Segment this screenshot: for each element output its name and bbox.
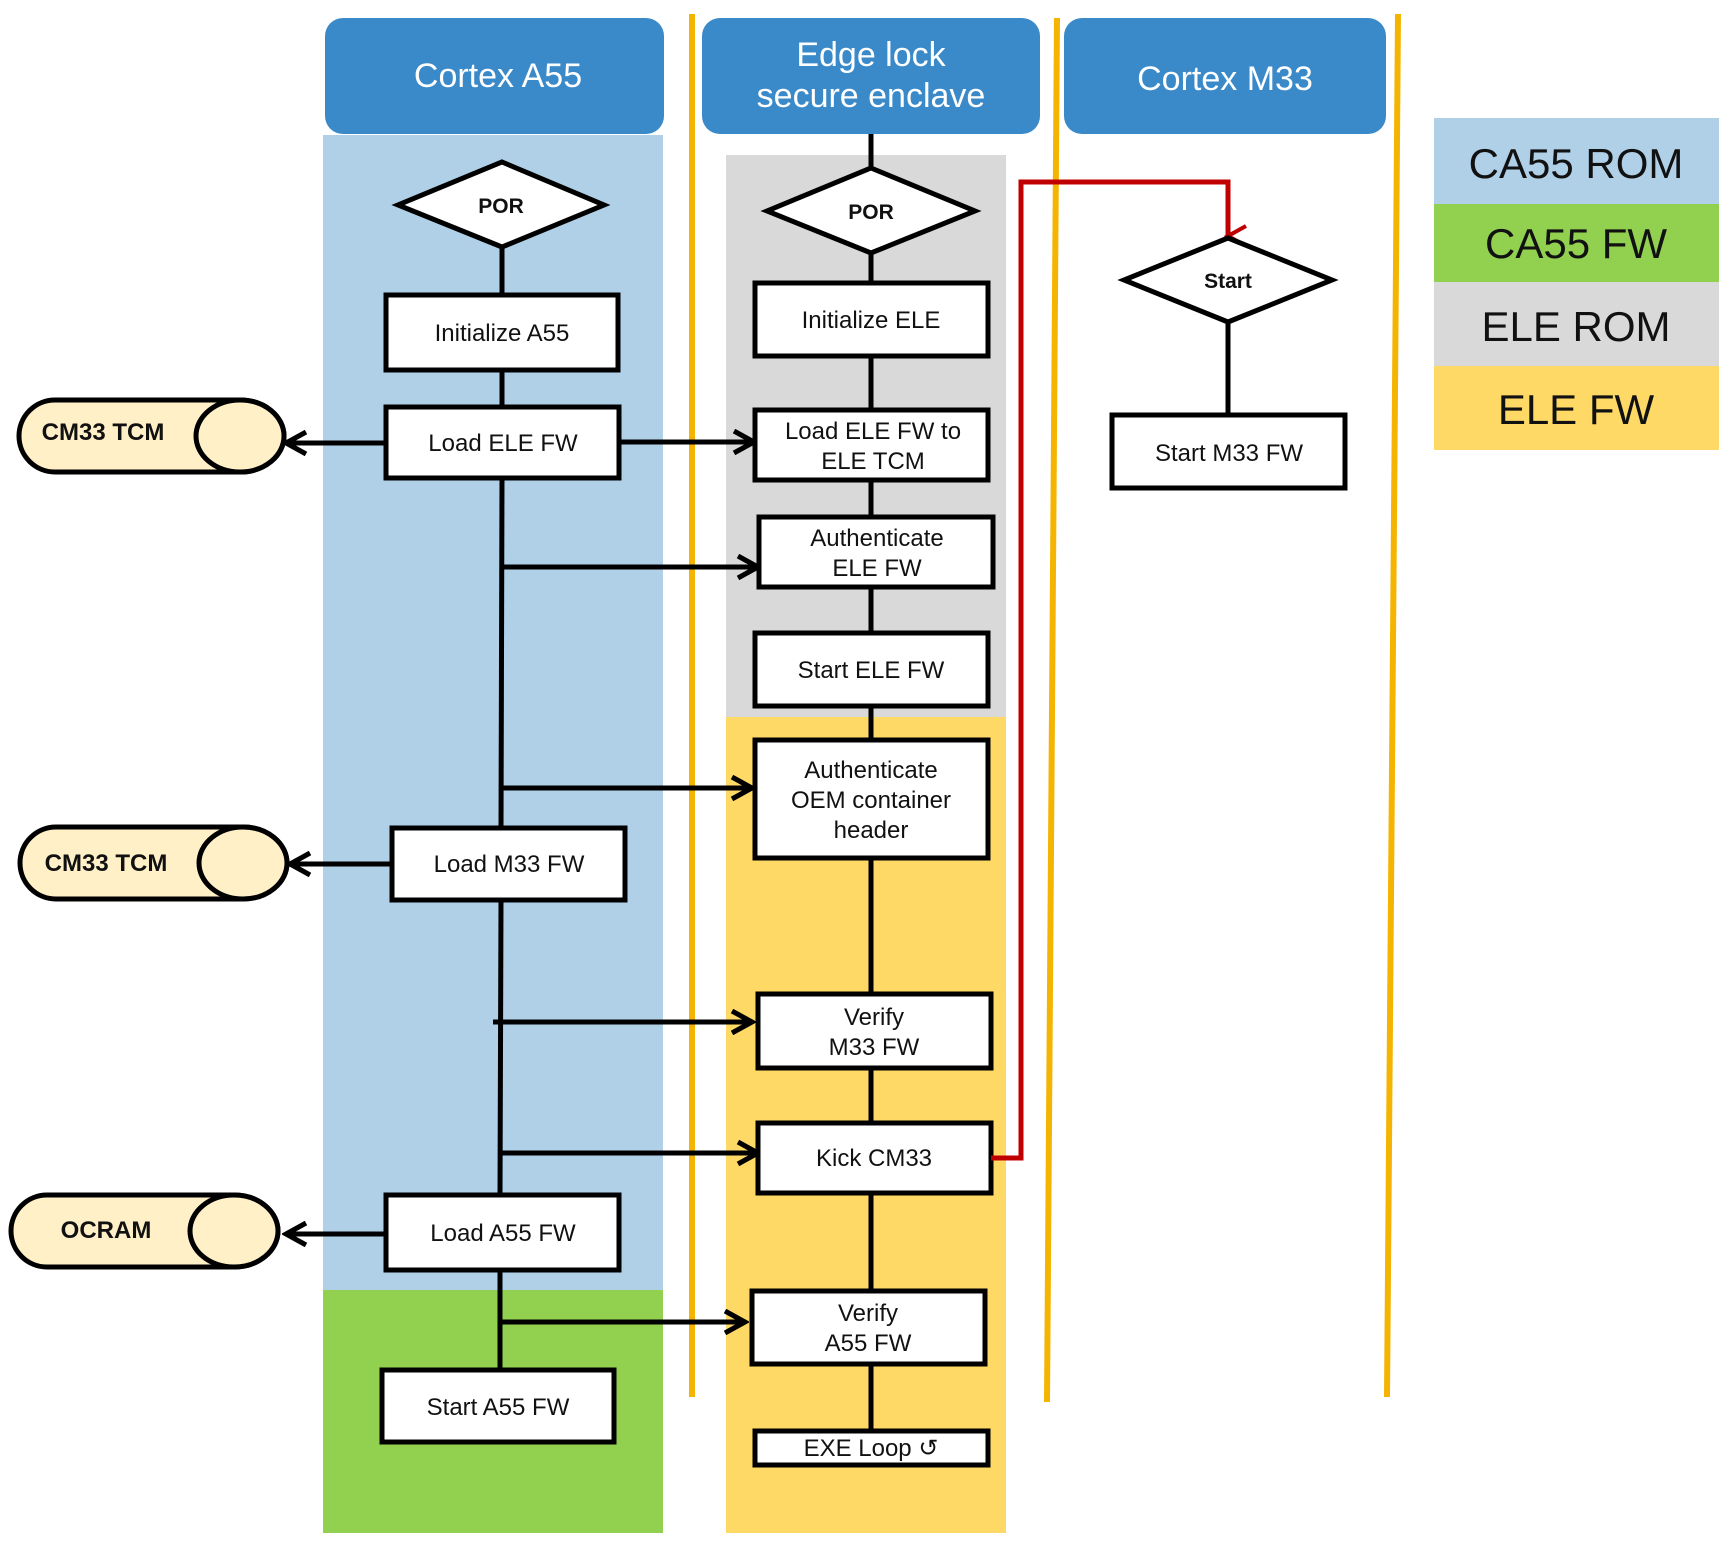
ele-por-decision: POR (760, 165, 982, 256)
node-label: Initialize ELE (802, 307, 941, 334)
ele-kick-cm33-step: Kick CM33 (755, 1120, 994, 1196)
m33-start-decision: Start (1117, 235, 1339, 325)
node-label-line2: ELE TCM (821, 448, 925, 475)
separator-line (1384, 13, 1401, 1398)
node-label: Load M33 FW (434, 851, 585, 878)
a55-initialize-step: Initialize A55 (383, 292, 621, 373)
ele-authenticate-ele-fw-step: Authenticate ELE FW (756, 514, 996, 590)
storage-cm33-tcm-2: CM33 TCM (17, 824, 290, 902)
legend-swatch-ele-rom (1434, 282, 1719, 366)
node-label-line1: Authenticate (810, 525, 943, 552)
legend-label: ELE FW (1498, 386, 1655, 433)
node-label-line2: A55 FW (825, 1330, 912, 1357)
node-label-line2: ELE FW (832, 555, 922, 582)
storage-label: OCRAM (61, 1217, 152, 1244)
legend-label: CA55 FW (1485, 220, 1667, 267)
node-label-line1: Verify (838, 1300, 898, 1327)
node-label-line2: M33 FW (829, 1034, 920, 1061)
node-label-line1: Load ELE FW to (785, 418, 961, 445)
node-label: Load A55 FW (430, 1220, 576, 1247)
a55-load-ele-fw-step: Load ELE FW (383, 404, 622, 481)
node-label: Start A55 FW (427, 1394, 570, 1421)
node-label: Kick CM33 (816, 1145, 932, 1172)
lane-header-cortex-a55: Cortex A55 (325, 18, 664, 134)
ele-authenticate-oem-header-step: Authenticate OEM container header (752, 737, 991, 861)
node-label-line2: OEM container (791, 787, 951, 814)
ele-verify-m33-fw-step: Verify M33 FW (755, 991, 994, 1071)
lane-header-edge-lock: Edge lock secure enclave (702, 18, 1040, 134)
node-label: Start M33 FW (1155, 440, 1303, 467)
node-label: POR (848, 201, 894, 224)
lane-title-line1: Edge lock (796, 36, 946, 74)
a55-to-storage-arrows (286, 443, 391, 1234)
node-label: EXE Loop ↺ (804, 1435, 939, 1462)
a55-por-decision: POR (391, 159, 611, 250)
ele-exe-loop-step: EXE Loop ↺ (752, 1428, 991, 1468)
node-label-line1: Authenticate (804, 757, 937, 784)
storage-cm33-tcm-1: CM33 TCM (16, 397, 287, 475)
a55-load-m33-fw-step: Load M33 FW (389, 825, 628, 903)
kick-cm33-red-arrow (991, 179, 1228, 1161)
ele-load-fw-to-tcm-step: Load ELE FW to ELE TCM (752, 407, 991, 483)
node-label: Load ELE FW (428, 430, 578, 457)
separator-line (1044, 17, 1060, 1403)
storage-ocram: OCRAM (8, 1192, 281, 1270)
node-label: Start ELE FW (798, 657, 945, 684)
a55-to-ele-arrows (493, 442, 758, 1322)
node-label-line3: header (834, 817, 909, 844)
storage-label: CM33 TCM (45, 850, 168, 877)
node-label: Start (1204, 270, 1252, 293)
legend: CA55 ROM CA55 FW ELE ROM ELE FW (1434, 118, 1719, 450)
node-label: POR (478, 195, 524, 218)
legend-label: ELE ROM (1481, 303, 1670, 350)
ele-initialize-step: Initialize ELE (752, 280, 991, 359)
lane-title: Cortex A55 (414, 57, 582, 95)
a55-start-a55-fw-step: Start A55 FW (379, 1367, 617, 1445)
legend-swatch-ele-fw (1434, 366, 1719, 450)
node-label-line1: Verify (844, 1004, 904, 1031)
node-label: Initialize A55 (435, 320, 570, 347)
lane-header-cortex-m33: Cortex M33 (1064, 18, 1386, 134)
lane-title: Cortex M33 (1137, 60, 1313, 98)
a55-connectors (497, 247, 505, 1370)
lane-title-line2: secure enclave (757, 77, 986, 115)
legend-swatch-ca55-rom (1434, 118, 1719, 204)
ele-verify-a55-fw-step: Verify A55 FW (749, 1288, 988, 1367)
m33-start-m33-fw-step: Start M33 FW (1109, 412, 1348, 491)
a55-load-a55-fw-step: Load A55 FW (383, 1192, 622, 1273)
storage-label: CM33 TCM (42, 419, 165, 446)
legend-swatch-ca55-fw (1434, 204, 1719, 282)
ele-start-ele-fw-step: Start ELE FW (752, 630, 991, 709)
legend-label: CA55 ROM (1469, 140, 1684, 187)
